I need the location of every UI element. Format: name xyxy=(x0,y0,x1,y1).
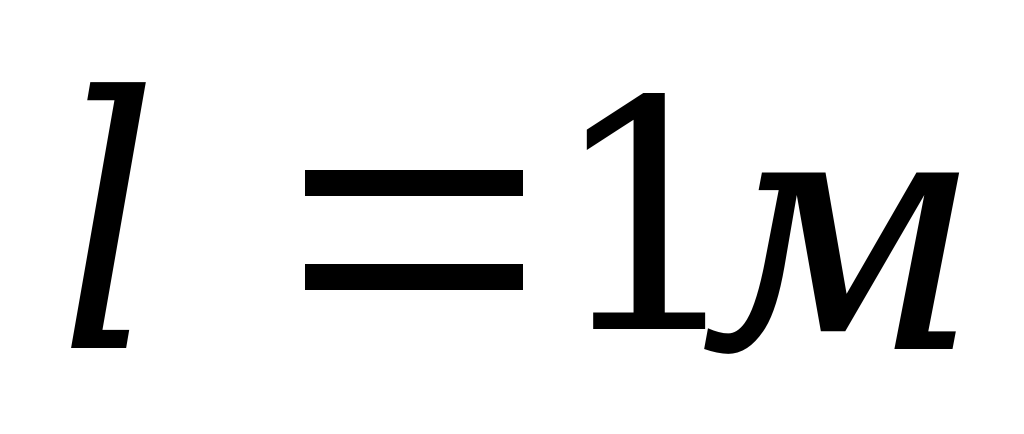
equals-bar-top xyxy=(305,170,523,196)
value-number: 1 xyxy=(548,34,751,404)
equals-bar-bottom xyxy=(305,264,523,290)
unit-meter: м xyxy=(700,34,982,430)
variable-l: l xyxy=(58,23,159,431)
